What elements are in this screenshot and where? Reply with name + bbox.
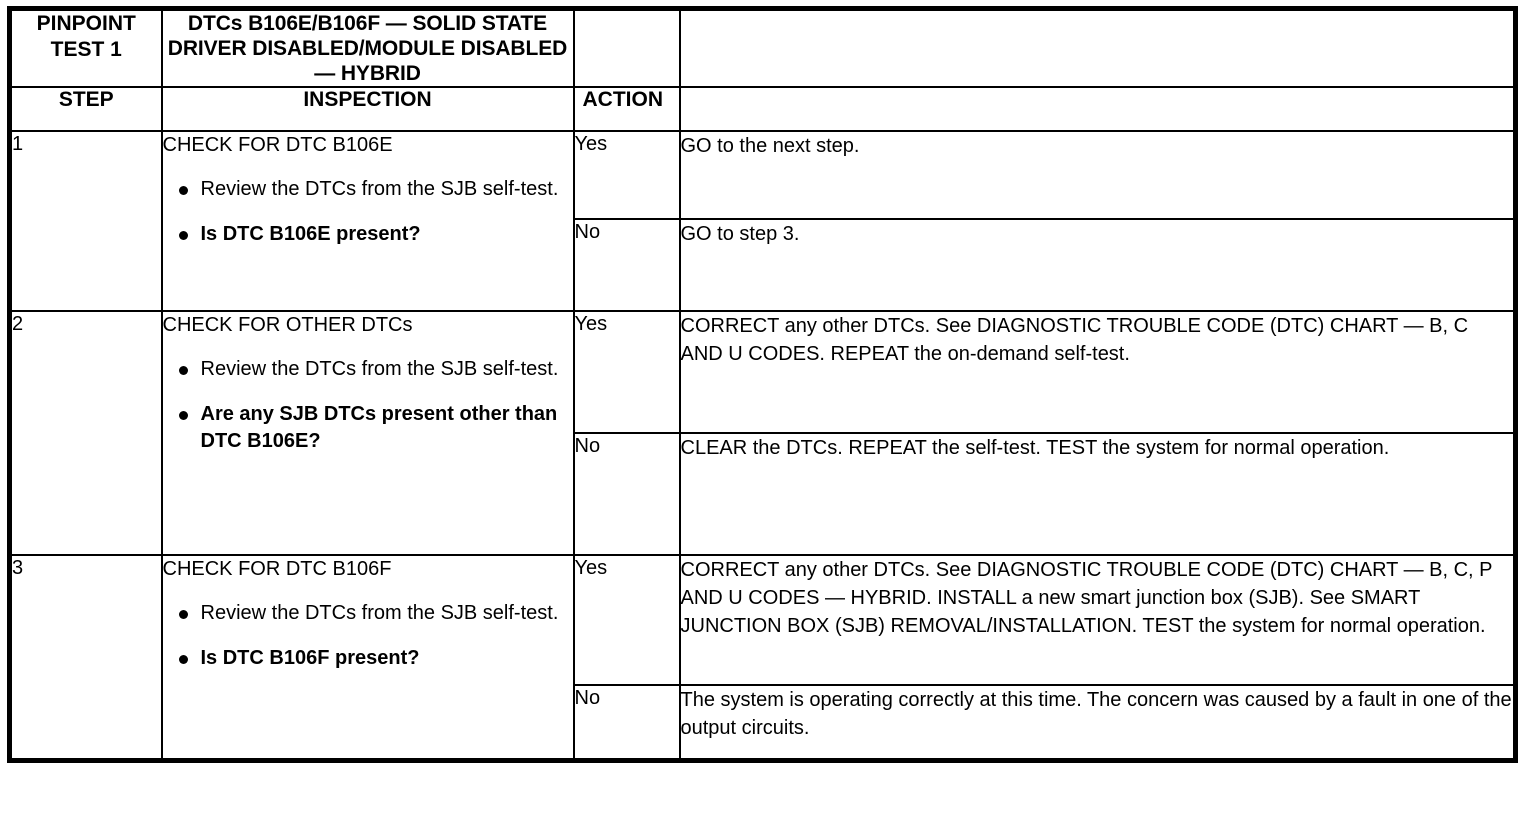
list-item: Is DTC B106F present?	[163, 645, 573, 672]
column-header-step: STEP	[8, 86, 163, 132]
table-column-header-row: STEP INSPECTION ACTION	[8, 86, 1517, 132]
step-inspection: CHECK FOR DTC B106F Review the DTCs from…	[160, 554, 575, 762]
action-detail-text: CORRECT any other DTCs. See DIAGNOSTIC T…	[680, 315, 1469, 365]
action-detail-text: GO to step 3.	[680, 223, 800, 245]
column-header-detail	[678, 86, 1517, 132]
action-label: No	[572, 432, 681, 556]
inspection-bullet-list: Review the DTCs from the SJB self-test. …	[163, 600, 573, 672]
list-item: Is DTC B106E present?	[163, 221, 573, 248]
column-header-inspection: INSPECTION	[160, 86, 575, 132]
action-label: No	[572, 684, 681, 762]
table-row: 1 CHECK FOR DTC B106E Review the DTCs fr…	[8, 130, 1517, 312]
table-row: No CLEAR the DTCs. REPEAT the self-test.…	[10, 432, 1517, 556]
action-detail: GO to step 3.	[678, 218, 1517, 312]
table-row: 3 CHECK FOR DTC B106F Review the DTCs fr…	[8, 554, 1517, 762]
action-detail-text: CORRECT any other DTCs. See DIAGNOSTIC T…	[680, 559, 1493, 637]
list-item: Review the DTCs from the SJB self-test.	[163, 600, 573, 627]
action-detail: CORRECT any other DTCs. See DIAGNOSTIC T…	[678, 310, 1517, 434]
pinpoint-test-label-line2: TEST 1	[50, 38, 122, 61]
inspection-heading: CHECK FOR DTC B106F	[162, 558, 392, 580]
title-row-blank-detail-cell	[678, 7, 1517, 88]
inspection-bullet-list: Review the DTCs from the SJB self-test. …	[163, 356, 573, 455]
action-label: Yes	[572, 554, 681, 686]
action-detail-text: CLEAR the DTCs. REPEAT the self-test. TE…	[680, 437, 1390, 459]
list-item: Review the DTCs from the SJB self-test.	[163, 356, 573, 383]
table-header-title-row: PINPOINT TEST 1 DTCs B106E/B106F — SOLID…	[8, 7, 1517, 88]
action-detail: GO to the next step.	[678, 130, 1517, 220]
inspection-heading: CHECK FOR OTHER DTCs	[162, 314, 413, 336]
inspection-bullet-list: Review the DTCs from the SJB self-test. …	[163, 176, 573, 248]
column-header-action: ACTION	[572, 86, 681, 132]
table-row: No The system is operating correctly at …	[10, 684, 1517, 762]
action-label: Yes	[572, 130, 681, 220]
action-detail-text: The system is operating correctly at thi…	[680, 689, 1512, 739]
inspection-heading: CHECK FOR DTC B106E	[162, 134, 393, 156]
step-number: 1	[8, 130, 163, 312]
document-page: PINPOINT TEST 1 DTCs B106E/B106F — SOLID…	[0, 6, 1520, 824]
table-title: DTCs B106E/B106F — SOLID STATE DRIVER DI…	[160, 7, 575, 88]
step-number: 2	[8, 310, 163, 556]
pinpoint-test-label: PINPOINT TEST 1	[8, 7, 163, 88]
action-detail: CORRECT any other DTCs. See DIAGNOSTIC T…	[678, 554, 1517, 686]
table-row: 2 CHECK FOR OTHER DTCs Review the DTCs f…	[8, 310, 1517, 556]
step-inspection: CHECK FOR OTHER DTCs Review the DTCs fro…	[160, 310, 575, 556]
pinpoint-test-label-line1: PINPOINT	[36, 12, 136, 35]
action-detail: CLEAR the DTCs. REPEAT the self-test. TE…	[678, 432, 1517, 556]
step-inspection: CHECK FOR DTC B106E Review the DTCs from…	[160, 130, 575, 312]
action-detail-text: GO to the next step.	[680, 135, 860, 157]
step-number: 3	[8, 554, 163, 762]
table-row: No GO to step 3.	[10, 218, 1517, 312]
list-item: Are any SJB DTCs present other than DTC …	[163, 401, 573, 455]
action-label: No	[572, 218, 681, 312]
action-detail: The system is operating correctly at thi…	[678, 684, 1517, 762]
list-item: Review the DTCs from the SJB self-test.	[163, 176, 573, 203]
title-row-blank-action-cell	[572, 7, 681, 88]
pinpoint-test-table: PINPOINT TEST 1 DTCs B106E/B106F — SOLID…	[7, 6, 1518, 763]
action-label: Yes	[572, 310, 681, 434]
